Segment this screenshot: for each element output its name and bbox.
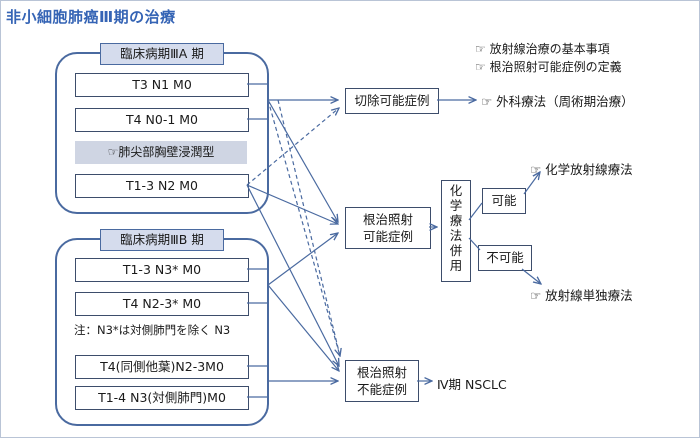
dashed-n2-to-resectable bbox=[246, 108, 339, 186]
resectable-box: 切除可能症例 bbox=[345, 88, 439, 114]
line-combined-to-possible bbox=[468, 202, 483, 221]
surgery-outcome: ☞ 外科療法（周術期治療） bbox=[481, 94, 634, 109]
arrow-n2-to-rt-impossible bbox=[246, 184, 339, 366]
rt-possible-line2: 可能症例 bbox=[362, 229, 413, 244]
stage-t13n2m0: T1-3 N2 M0 bbox=[75, 174, 249, 198]
bracket-3b-lower bbox=[247, 365, 269, 398]
rt-impossible-line2: 不能症例 bbox=[356, 382, 407, 397]
rt-alone-outcome: ☞ 放射線単独療法 bbox=[530, 288, 633, 303]
stage-t4n01m0: T4 N0-1 M0 bbox=[75, 108, 249, 132]
stage-pancoast: ☞肺尖部胸壁浸潤型 bbox=[75, 141, 247, 164]
bracket-3b-upper bbox=[247, 268, 269, 304]
dashed-3a-to-rt-impossible-2 bbox=[277, 99, 341, 357]
possible-box: 可能 bbox=[482, 188, 526, 214]
reference-link-rt-basics[interactable]: ☞ 放射線治療の基本事項 bbox=[475, 42, 610, 56]
arrow-3b-to-rt-possible bbox=[267, 233, 338, 286]
bracket-3a bbox=[247, 83, 269, 120]
combined-char-5: 併 bbox=[449, 243, 463, 258]
rt-impossible-box: 根治照射 不能症例 bbox=[345, 360, 419, 402]
page-title: 非小細胞肺癌Ⅲ期の治療 bbox=[6, 8, 176, 26]
arrow-n2-to-rt-possible bbox=[246, 184, 338, 224]
reference-link-rt-definition[interactable]: ☞ 根治照射可能症例の定義 bbox=[475, 60, 622, 74]
impossible-box: 不可能 bbox=[478, 245, 532, 271]
stage-group-3b-label: 臨床病期ⅢB 期 bbox=[100, 229, 224, 251]
arrow-to-rt-possible-from-3a bbox=[267, 99, 338, 222]
dashed-3a-to-rt-impossible bbox=[267, 99, 340, 356]
line-combined-to-impossible bbox=[468, 237, 481, 251]
combined-char-2: 学 bbox=[449, 198, 463, 213]
chemoradiation-outcome: ☞ 化学放射線療法 bbox=[530, 162, 633, 177]
stage-t13n3m0: T1-3 N3* M0 bbox=[75, 258, 249, 282]
stage-t4-same-lobe: T4(同側他葉)N2-3M0 bbox=[75, 355, 249, 379]
combined-char-1: 化 bbox=[449, 183, 463, 198]
arrow-3b-to-rt-impossible bbox=[267, 284, 339, 371]
n3-footnote: 注：N3*は対側肺門を除く N3 bbox=[74, 323, 231, 337]
stage-t14-n3-contralateral: T1-4 N3(対側肺門)M0 bbox=[75, 386, 249, 410]
arrow-possible-to-chemoradiation bbox=[523, 172, 540, 195]
rt-possible-box: 根治照射 可能症例 bbox=[345, 207, 431, 249]
stage-t3n1m0: T3 N1 M0 bbox=[75, 73, 249, 97]
combined-char-3: 療 bbox=[449, 213, 463, 228]
rt-impossible-line1: 根治照射 bbox=[356, 365, 407, 380]
stage-group-3a-label: 臨床病期ⅢA 期 bbox=[100, 43, 224, 65]
stage-t4n23m0: T4 N2-3* M0 bbox=[75, 292, 249, 316]
arrow-impossible-to-rt-alone bbox=[521, 268, 541, 284]
stage4-outcome: Ⅳ期 NSCLC bbox=[437, 377, 507, 392]
rt-possible-line1: 根治照射 bbox=[362, 212, 413, 227]
combined-char-6: 用 bbox=[449, 258, 463, 273]
combined-char-4: 法 bbox=[449, 228, 463, 243]
combined-chemo-box: 化 学 療 法 併 用 bbox=[441, 180, 471, 282]
